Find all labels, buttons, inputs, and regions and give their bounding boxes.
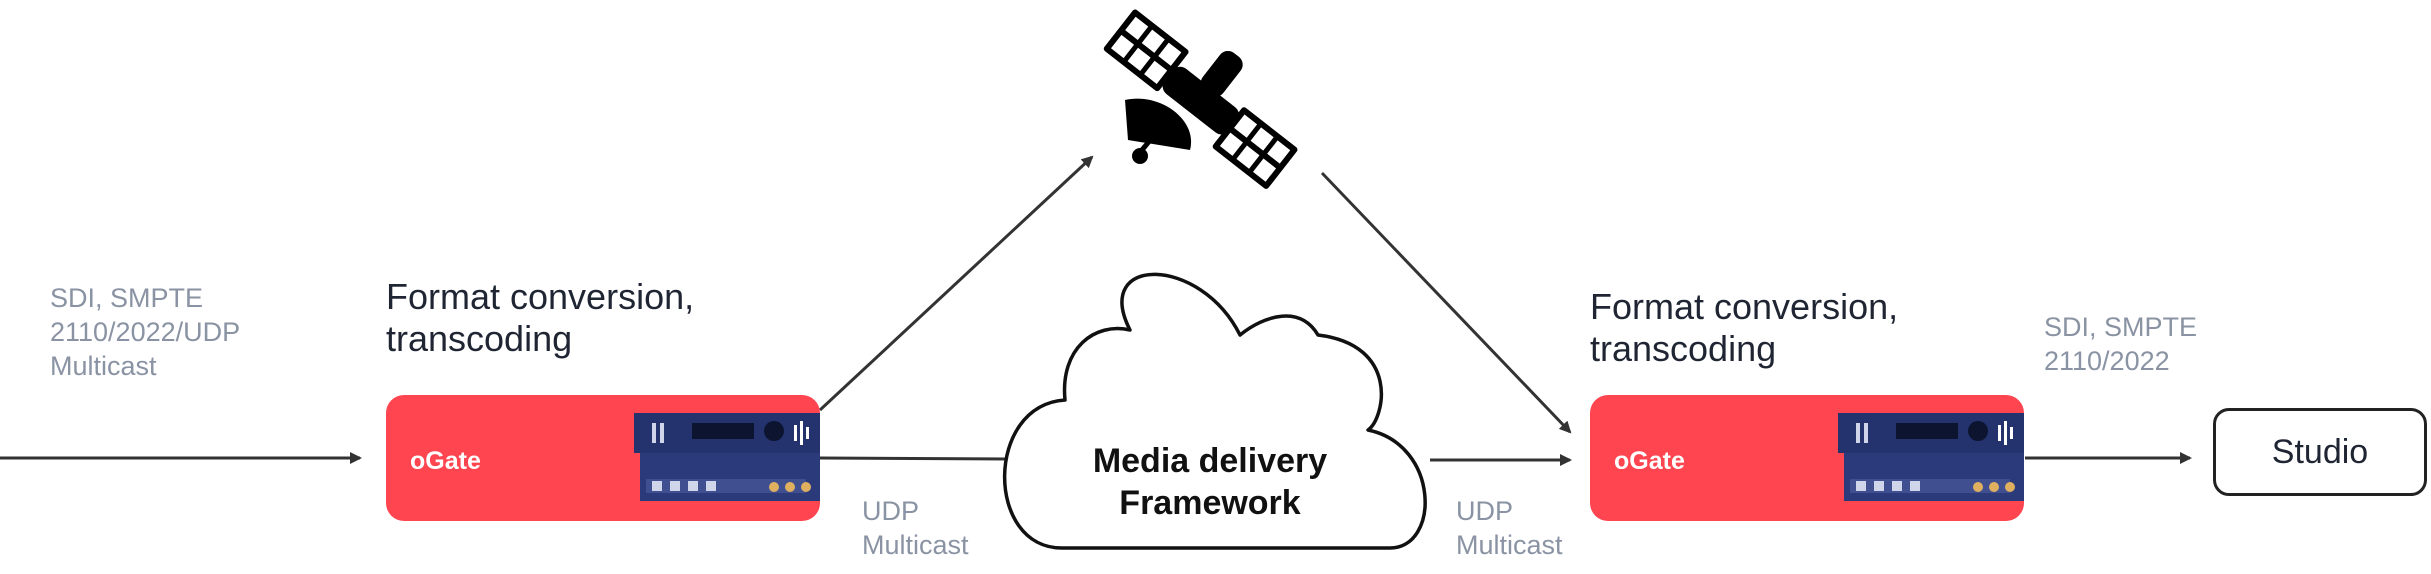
left-output-label: UDP Multicast [862,496,969,560]
downlink-arrow [1320,171,1572,434]
cloud-icon [1002,272,1427,550]
left-ogate-label: oGate [410,447,481,475]
satellite-icon [1103,9,1298,189]
cloud-output-label: UDP Multicast [1456,496,1563,560]
left-node-title: Format conversion, transcoding [386,276,695,359]
right-node-title: Format conversion, transcoding [1590,286,1899,369]
right-ogate-box: oGate [1590,395,2024,521]
studio-box: Studio [2213,408,2427,496]
cloud-label: Media delivery Framework [1092,442,1328,522]
ogate-device-icon [1838,413,2024,501]
left-to-cloud-line [819,456,1011,461]
uplink-arrow [818,155,1094,412]
right-ogate-label: oGate [1614,447,1685,475]
right-output-format-label: SDI, SMPTE 2110/2022 [2044,312,2198,376]
ogate-device-icon [634,413,820,501]
left-ogate-box: oGate [386,395,820,521]
input-format-label: SDI, SMPTE 2110/2022/UDP Multicast [50,283,241,381]
